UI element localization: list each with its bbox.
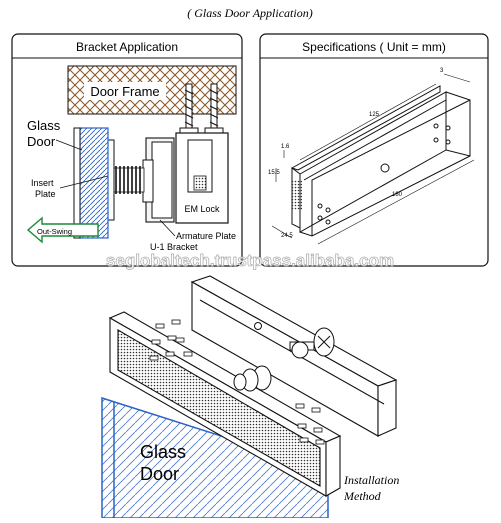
spec-dim-height: 15.5 (268, 170, 280, 176)
screw-icon (179, 83, 199, 136)
mounting-screw-icon (289, 327, 335, 359)
em-lock-label: EM Lock (184, 204, 220, 214)
bracket-application-panel: Bracket Application Door Frame EM Lock (11, 33, 243, 267)
armature-bolt-head (142, 159, 154, 203)
specifications-panel: Specifications ( Unit = mm) 3 (259, 33, 489, 267)
insert-plate-label-line1: Insert (31, 178, 54, 188)
spec-dim-length-180: 180 (392, 192, 403, 198)
insert-plate-leader (59, 175, 109, 189)
glass-door-label-line1: Glass (27, 118, 61, 133)
install-glass-label-line2: Door (140, 464, 179, 484)
armature-plate-label: Armature Plate (176, 231, 236, 241)
spec-dim-width: 3 (440, 68, 444, 74)
glass-door-leader (55, 139, 83, 151)
insert-plate (107, 139, 115, 221)
spec-dim-length-125: 125 (369, 112, 380, 118)
u1-bracket-label: U-1 Bracket (150, 242, 198, 252)
spec-dim-thickness: 1.6 (281, 144, 290, 150)
bracket-panel-title: Bracket Application (76, 40, 178, 54)
spec-dim-depth: 24.5 (281, 233, 293, 239)
pin-icon (149, 319, 325, 445)
out-swing-label: Out-Swing (37, 227, 72, 236)
em-lock-coil (193, 175, 207, 191)
armature-plate-leader (159, 219, 176, 237)
installation-method-label-line1: Installation (343, 473, 399, 487)
installation-method-label-line2: Method (343, 489, 382, 503)
install-u-bracket (108, 311, 342, 497)
spec-dimension-lines (271, 73, 475, 245)
door-frame-label-bg (84, 82, 166, 100)
installation-drawing: Glass Door Installation Method (101, 275, 399, 519)
door-frame-label: Door Frame (90, 84, 159, 99)
header-title: ( Glass Door Application) (187, 6, 312, 20)
spring-icon (113, 166, 145, 194)
spec-panel-title: Specifications ( Unit = mm) (302, 40, 446, 54)
spec-bracket-drawing (290, 85, 471, 237)
glass-door-section (79, 127, 109, 239)
insert-plate-label-line2: Plate (35, 189, 56, 199)
armature-plate (151, 141, 173, 219)
out-swing-arrow-icon (26, 216, 99, 244)
install-hole (254, 322, 262, 330)
glass-door-label-line2: Door (27, 134, 56, 149)
armature-bolt-icon (233, 365, 272, 392)
watermark-text: seglobaltech.trustpass.alibaba.com (106, 251, 394, 270)
install-glass-label-line1: Glass (140, 442, 186, 462)
